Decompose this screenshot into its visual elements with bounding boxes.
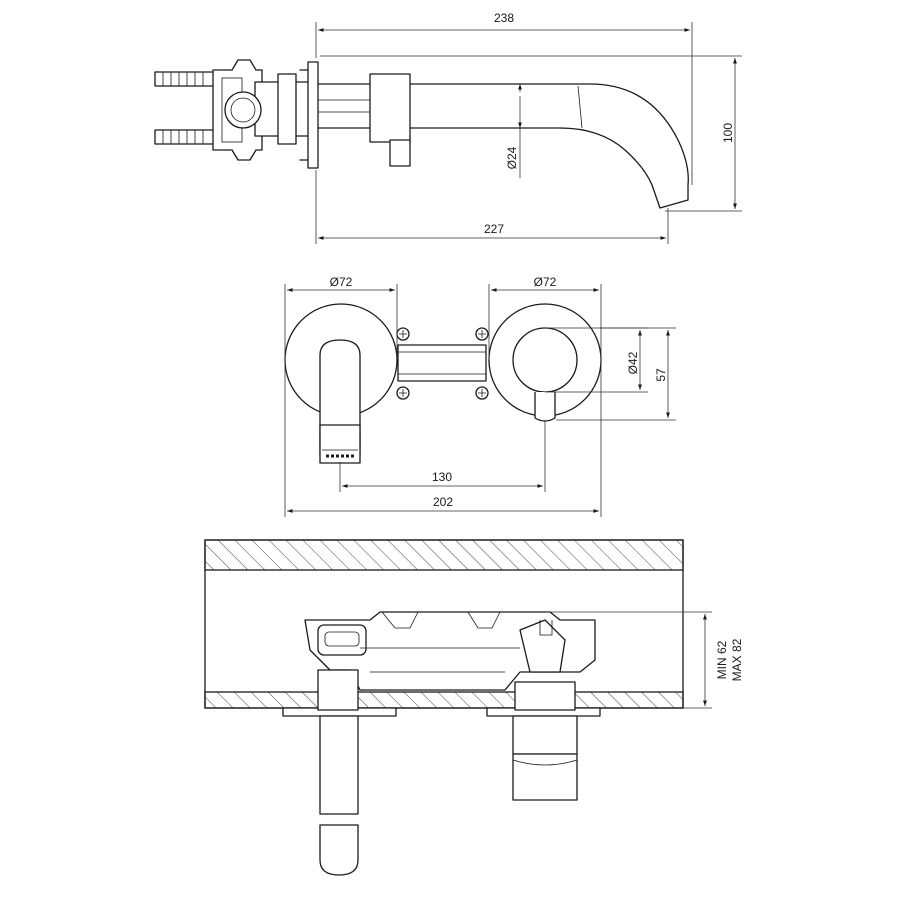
section-view: MIN 62 MAX 82 [204,539,744,876]
mounting-rail [396,327,489,400]
dim-label-238: 238 [494,11,514,25]
handle-rosette [488,303,602,422]
concealed-body [304,611,596,691]
side-view: 238 100 Ø24 227 [154,11,742,244]
dim-72-right: Ø72 [488,275,602,360]
dim-label-max82: MAX 82 [730,638,744,681]
dim-24: Ø24 [505,84,522,178]
dim-label-d42: Ø42 [626,351,640,374]
wall-hatch-top [204,539,684,571]
dim-label-d72-left: Ø72 [330,275,353,289]
dim-label-202: 202 [433,495,453,509]
dim-label-57: 57 [654,368,668,382]
dim-label-227: 227 [484,222,504,236]
dim-72-left: Ø72 [284,275,398,360]
dim-57: 57 [556,327,676,421]
wall-anchor-upper [154,71,216,87]
spout-side [317,73,689,209]
spout-section [282,669,397,876]
dim-label-min62: MIN 62 [715,640,729,679]
dim-130: 130 [339,420,546,492]
dim-depth: MIN 62 MAX 82 [545,611,744,709]
wall-anchor-lower [154,129,216,145]
dim-202: 202 [284,360,602,517]
dim-label-100: 100 [721,123,735,143]
front-view: Ø72 Ø72 Ø42 57 130 [284,275,676,517]
handle-section [486,681,601,801]
dim-227: 227 [315,170,669,244]
dim-label-130: 130 [432,470,452,484]
spout-rosette [284,303,398,464]
dim-label-d24: Ø24 [505,146,519,169]
dim-label-d72-right: Ø72 [534,275,557,289]
mounting-body [154,59,319,169]
dim-238: 238 [315,11,693,185]
dim-100: 100 [320,55,742,212]
wall-hatch-bottom [204,691,684,709]
